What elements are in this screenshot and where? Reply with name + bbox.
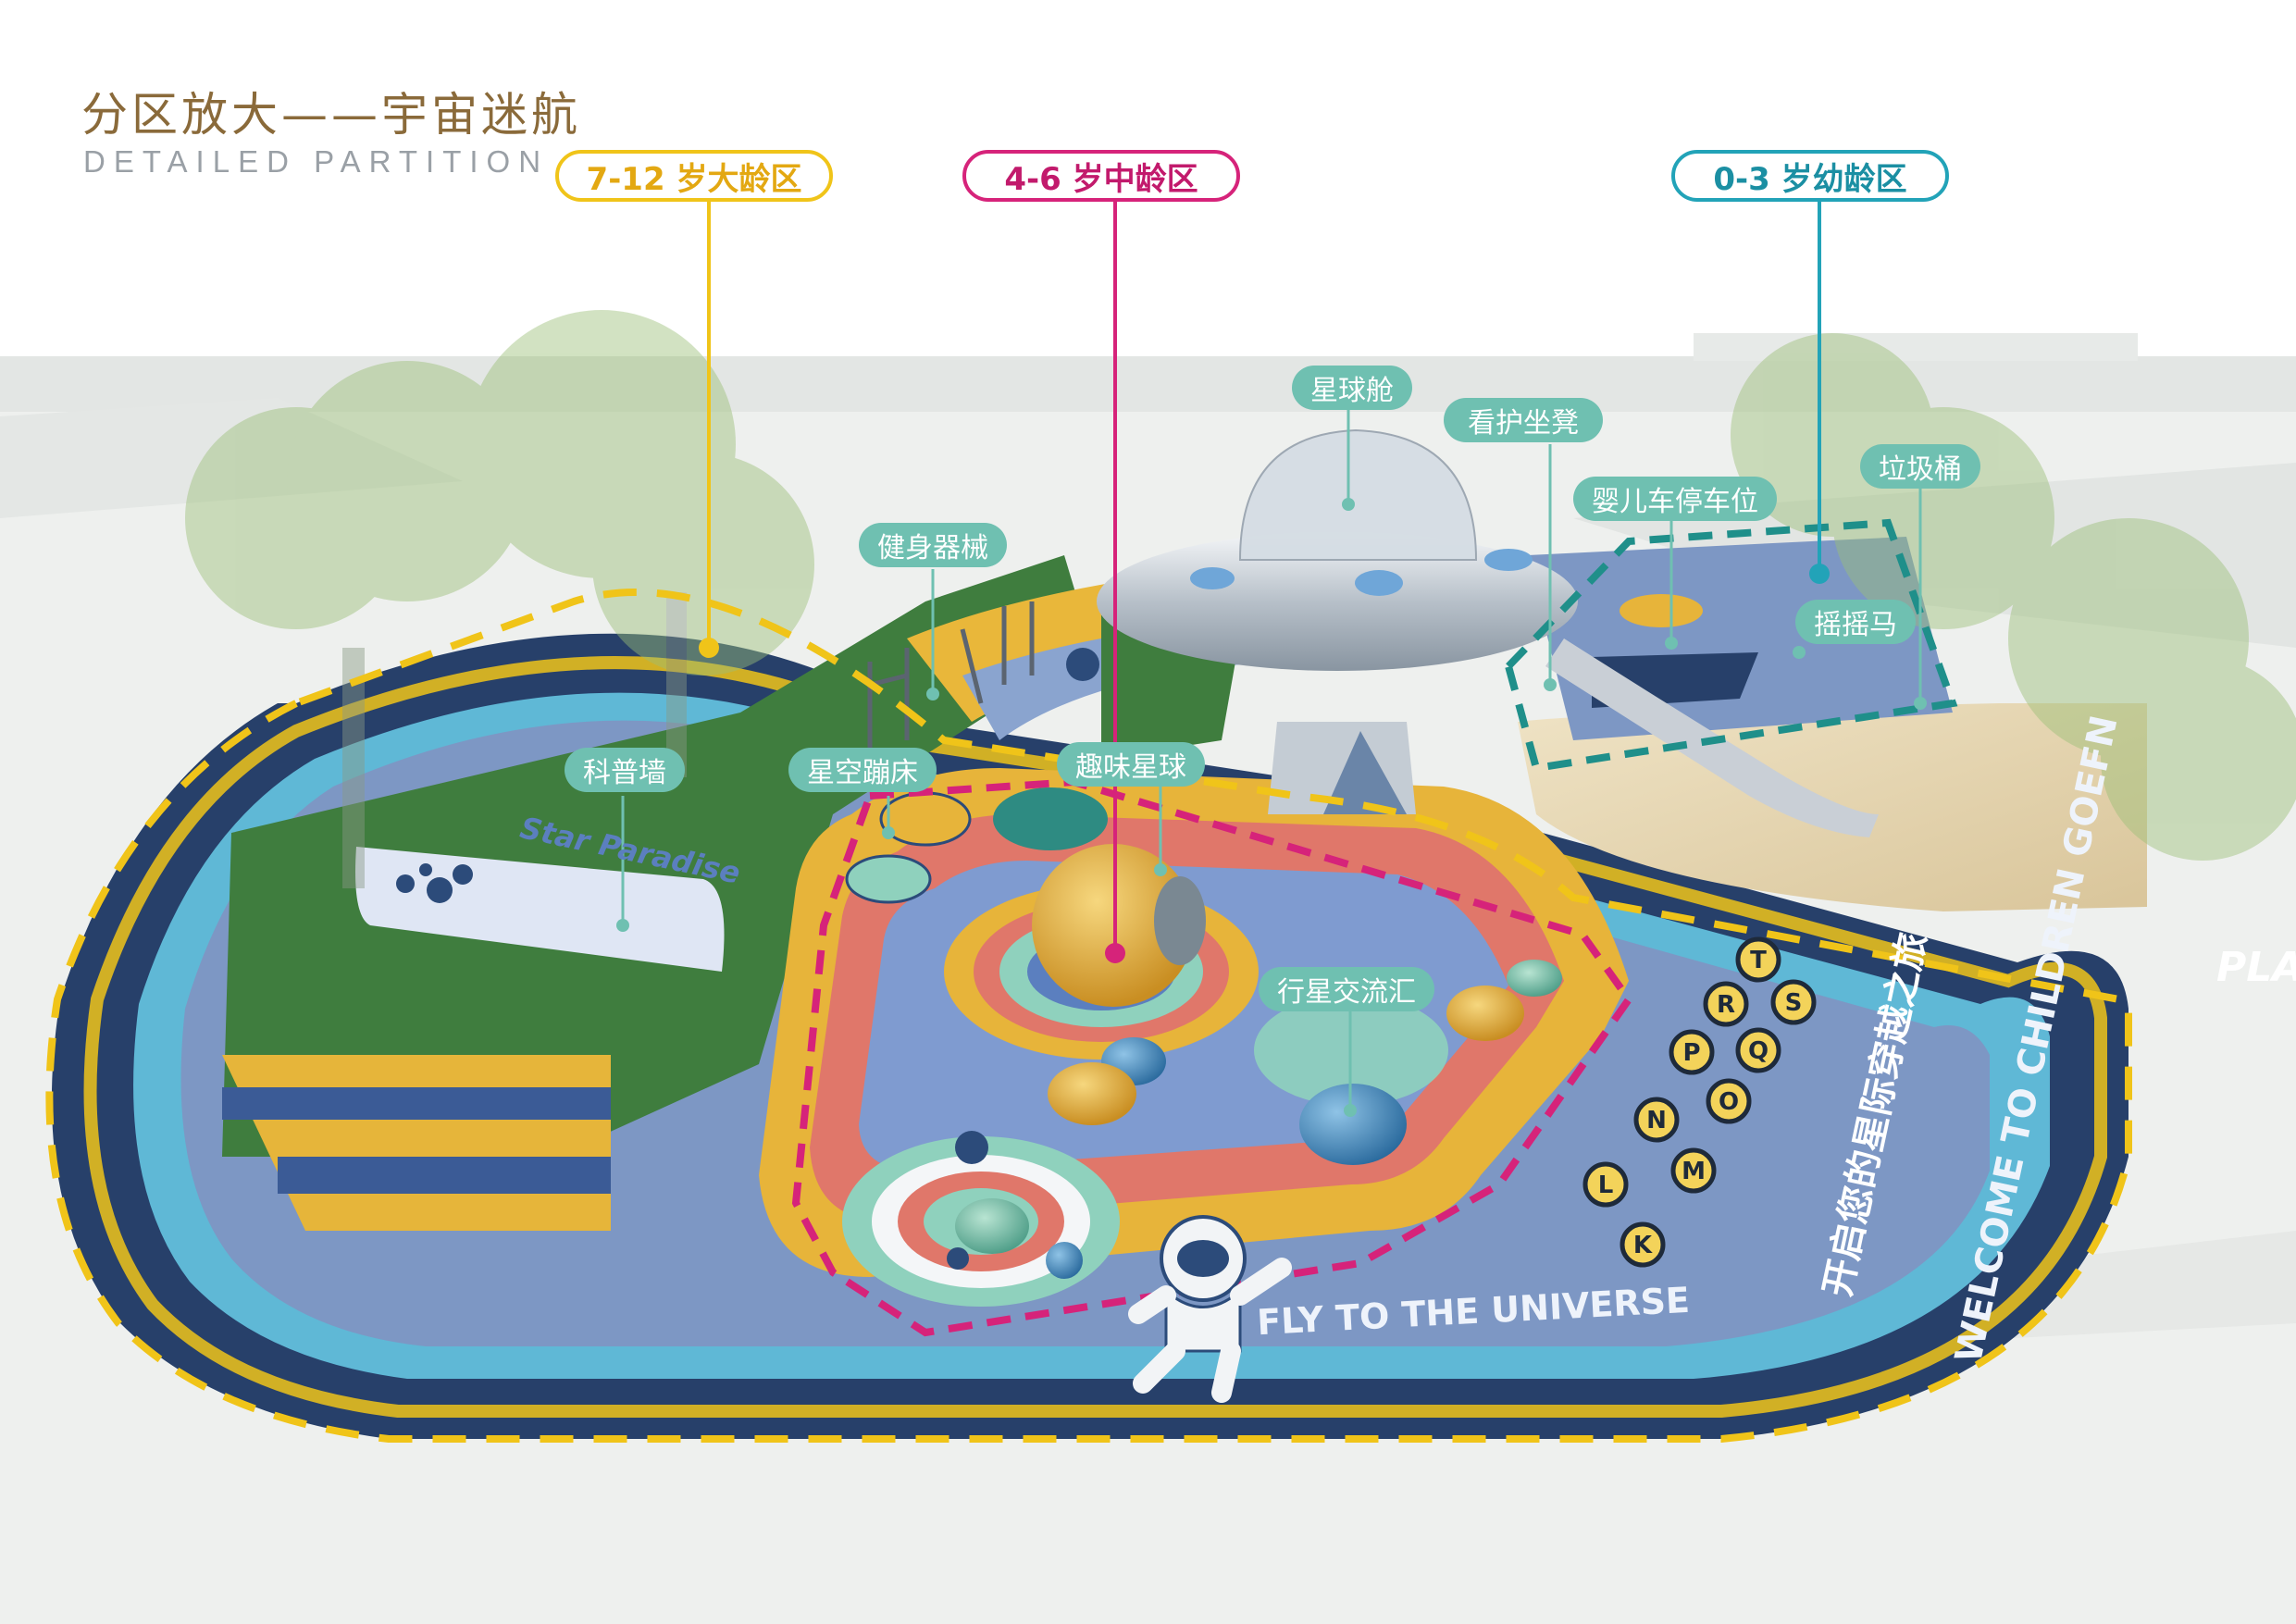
letter-tile	[1669, 1029, 1715, 1075]
page-subtitle: DETAILED PARTITION	[83, 144, 550, 179]
letter-tile	[1582, 1161, 1629, 1208]
letter-tile-label: M	[1682, 1158, 1706, 1185]
older-zone-outline	[45, 589, 2132, 1443]
label-fun-planet: 趣味星球	[1057, 742, 1205, 787]
letter-tile-label: P	[1682, 1039, 1700, 1067]
letter-tiles: TS RQ PO NM L K	[1582, 936, 1817, 1268]
letter-tile	[1706, 1078, 1752, 1124]
letter-tile	[1770, 979, 1817, 1025]
letter-tile-label: S	[1785, 989, 1803, 1017]
letter-tile-label: R	[1717, 991, 1735, 1019]
letter-tile	[1633, 1097, 1680, 1143]
ground-text-play: PLA	[2216, 944, 2296, 991]
letter-tile-label: K	[1633, 1232, 1653, 1259]
planet-cabin-ufo	[1097, 428, 1578, 814]
letter-tile-label: T	[1750, 947, 1767, 974]
letter-tile-label: N	[1646, 1107, 1667, 1134]
zone-label-7-12: 7-12 岁大龄区	[555, 150, 833, 202]
fitness-equipment-graphic	[867, 601, 1035, 750]
letter-tile	[1735, 936, 1781, 983]
letter-tile-label: Q	[1748, 1037, 1769, 1065]
label-fitness-equipment: 健身器械	[859, 523, 1007, 567]
zone-label-0-3: 0-3 岁幼龄区	[1671, 150, 1949, 202]
trees	[185, 310, 2296, 888]
label-stroller-parking: 婴儿车停车位	[1573, 477, 1777, 521]
label-trash-bin: 垃圾桶	[1860, 444, 1980, 489]
label-star-trampoline: 星空蹦床	[788, 748, 937, 792]
astronaut-figure	[1128, 1215, 1292, 1403]
label-rocking-horse: 摇摇马	[1795, 600, 1916, 644]
letter-tile-label: O	[1719, 1088, 1739, 1116]
label-guardian-bench: 看护坐凳	[1444, 398, 1603, 442]
middle-zone-outline	[791, 777, 1633, 1337]
label-planet-exchange: 行星交流汇	[1259, 967, 1434, 1011]
science-wall	[355, 847, 725, 972]
zone-label-4-6: 4-6 岁中龄区	[962, 150, 1240, 202]
label-planet-cabin: 星球舱	[1292, 366, 1412, 410]
letter-tile	[1670, 1147, 1717, 1194]
page-title: 分区放大——宇宙迷航	[81, 88, 581, 142]
label-science-wall: 科普墙	[565, 748, 685, 792]
letter-tile	[1735, 1027, 1781, 1073]
letter-tile-label: L	[1598, 1172, 1614, 1199]
lawn	[222, 555, 1092, 1157]
letter-tile	[1703, 981, 1749, 1027]
letter-tile	[1620, 1221, 1666, 1268]
